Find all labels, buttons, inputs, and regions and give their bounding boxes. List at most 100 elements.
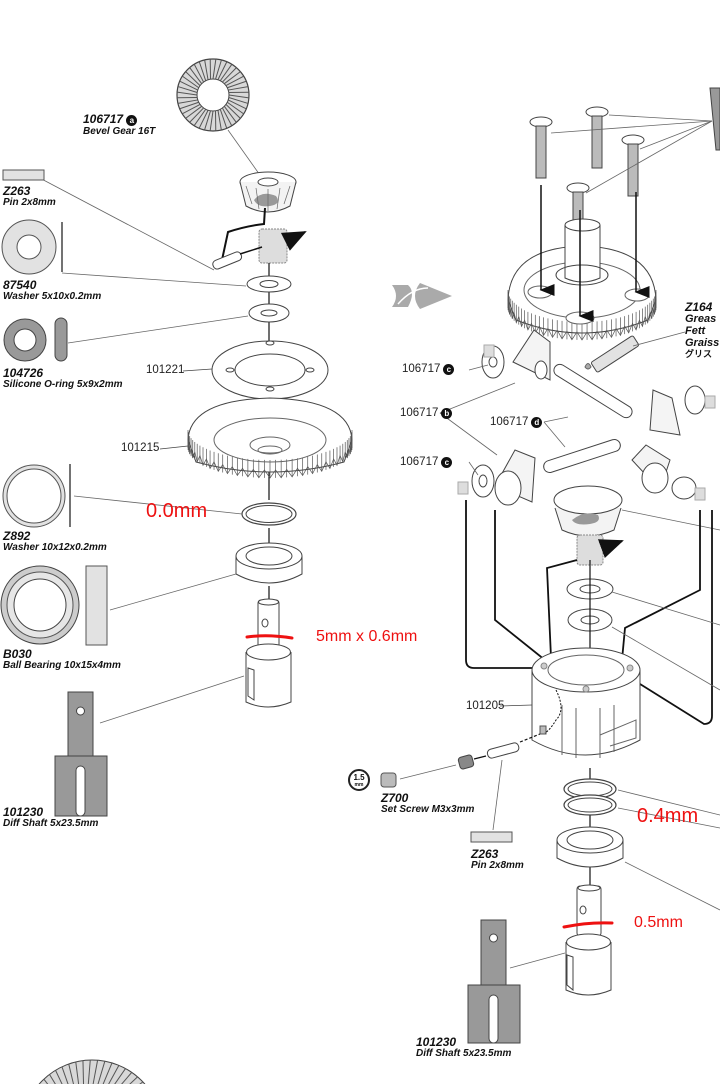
- gear-tooth: [223, 106, 237, 123]
- gear-tooth: [61, 1066, 69, 1084]
- part-description: Pin 2x8mm: [471, 860, 524, 871]
- part-description-line: Fett: [685, 325, 706, 337]
- gear-tooth: [114, 1068, 126, 1084]
- callout-badge: c: [443, 363, 455, 375]
- part-label-87540: 87540 Washer 5x10x0.2mm: [3, 279, 101, 302]
- diff-shaft-101230-icon: [54, 691, 108, 817]
- gear-tooth: [228, 86, 249, 91]
- gear-tooth: [204, 110, 211, 131]
- gear-tooth: [189, 67, 203, 84]
- part-badge: a: [126, 115, 138, 126]
- washer-87540-part: [246, 275, 292, 293]
- set-screw-icon: [380, 772, 397, 788]
- ring-gear-with-cup-part: [507, 218, 657, 341]
- bearing-b030-icon: [0, 565, 108, 646]
- callout-part-number: 101205: [466, 700, 505, 712]
- gear-tooth: [219, 109, 228, 129]
- ring-gear-101215-part: [187, 397, 353, 479]
- callout-part-number: 101221: [146, 364, 185, 376]
- part-number: 101230: [3, 805, 44, 819]
- callout-part-number: 101215: [121, 442, 160, 454]
- part-description: Diff Shaft 5x23.5mm: [3, 818, 99, 829]
- gear-tooth: [182, 103, 201, 115]
- gear-tooth: [228, 97, 249, 104]
- gear-tooth: [215, 59, 222, 80]
- gear-tooth: [82, 1060, 85, 1084]
- callout-part-number: 106717: [400, 456, 439, 468]
- bearing-b030-part: [235, 542, 303, 584]
- gasket-101221-part: [211, 340, 329, 400]
- gear-tooth: [87, 1059, 91, 1084]
- part-label-z263: Z263 Pin 2x8mm: [3, 185, 56, 208]
- part-number: Z892: [3, 529, 31, 543]
- shim-annotation-0mm: 0.0mm: [146, 500, 208, 522]
- gear-tooth: [43, 1078, 49, 1084]
- hex-wrench-size-icon: 1.5 mm: [348, 769, 370, 791]
- gear-tooth: [177, 99, 198, 104]
- gear-tooth: [212, 59, 217, 80]
- part-number: Z263: [3, 184, 31, 198]
- gear-tooth: [227, 80, 247, 89]
- part-description-line: Greas: [685, 313, 717, 325]
- callout-part-number: 106717: [402, 363, 441, 375]
- part-number: Z700: [381, 791, 409, 805]
- set-screw-and-pin-part: [457, 733, 541, 770]
- gear-tooth: [193, 64, 205, 83]
- red-mark-annotation: [245, 634, 294, 640]
- callout-badge: b: [441, 407, 453, 419]
- part-number: Z164: [685, 300, 713, 314]
- leader-line: [227, 129, 263, 179]
- washer-z892-icon: [2, 464, 71, 528]
- shims-right-part: [563, 778, 617, 816]
- gear-tooth: [193, 108, 207, 126]
- washer-z892-part: [241, 502, 297, 526]
- gear-tooth: [108, 1065, 120, 1084]
- part-label-b030: B030 Ball Bearing 10x15x4mm: [3, 648, 121, 671]
- gear-tooth: [221, 107, 233, 126]
- gear-tooth: [179, 80, 199, 91]
- part-label-101230: 101230 Diff Shaft 5x23.5mm: [3, 806, 98, 829]
- part-label-z164: Z164 Greas Fett Graiss グリス: [685, 301, 719, 359]
- pin-cylinder-right-part: [576, 534, 624, 566]
- part-label-101230-right: 101230 Diff Shaft 5x23.5mm: [416, 1036, 511, 1059]
- bevel-gear-16t-face-icon: [176, 58, 250, 132]
- callout-badge: c: [441, 456, 453, 468]
- part-description: Washer 5x10x0.2mm: [3, 291, 102, 302]
- gear-tooth: [209, 110, 214, 131]
- red-mark-annotation-right: [562, 921, 614, 929]
- screw-legend-icon: [709, 87, 720, 151]
- gear-tooth: [217, 61, 228, 81]
- gear-tooth: [198, 109, 209, 129]
- gear-tooth: [198, 61, 207, 81]
- gear-tooth: [185, 105, 202, 119]
- gear-tooth: [102, 1062, 113, 1084]
- part-description-line: グリス: [685, 349, 713, 359]
- gear-tooth: [219, 64, 233, 82]
- oring-104726-icon: [3, 317, 68, 362]
- part-description: Silicone O-ring 5x9x2mm: [3, 379, 123, 390]
- shim-annotation-5x06: 5mm x 0.6mm: [316, 628, 418, 645]
- part-label-104726: 104726 Silicone O-ring 5x9x2mm: [3, 367, 123, 390]
- gear-tooth: [204, 59, 209, 80]
- tool-unit: mm: [354, 782, 364, 788]
- part-description: Diff Shaft 5x23.5mm: [416, 1048, 512, 1059]
- diff-shaft-right-icon: [467, 919, 521, 1044]
- callout-badge: d: [531, 416, 543, 428]
- callout-part-number: 106717: [490, 416, 529, 428]
- part-description: Pin 2x8mm: [3, 197, 56, 208]
- tool-size: 1.5: [353, 773, 365, 782]
- bevel-gear-right-part: [553, 485, 623, 537]
- gear-tooth: [227, 99, 247, 110]
- gear-tooth: [177, 91, 198, 96]
- part-label-z700: Z700 Set Screw M3x3mm: [381, 792, 474, 815]
- gear-tooth: [75, 1061, 80, 1084]
- gear-tooth: [226, 101, 244, 115]
- part-number: B030: [3, 647, 32, 661]
- part-number: 87540: [3, 278, 37, 292]
- gear-tooth-edge: [187, 439, 353, 479]
- part-label-106717a: 106717 a Bevel Gear 16T: [83, 113, 155, 137]
